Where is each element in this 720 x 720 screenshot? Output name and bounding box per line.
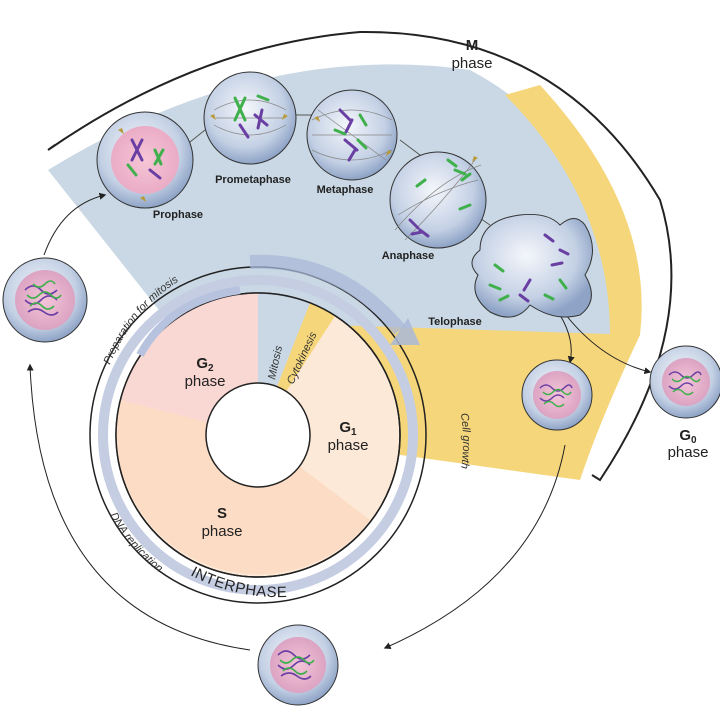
mitosis-connector [179,114,491,226]
wheel-center-hole [205,382,311,488]
prophase-cell [96,111,194,209]
prophase-label: Prophase [153,209,203,221]
prometaphase-cell [203,71,297,165]
prometaphase-label: Prometaphase [215,174,291,186]
s-phase-label: S [217,505,227,522]
arrow-telophase-to-daughter [559,314,575,364]
metaphase-label: Metaphase [317,184,374,196]
cell-growth-arc-label: Cell growth [458,412,472,469]
g0-phase-label: G0 [679,427,697,446]
arrow-to-prophase [43,192,107,256]
arrow-telophase-to-g0 [561,309,652,375]
telophase-cell [471,214,593,318]
wheel-outline-stroke [115,292,401,578]
m-phase-word: phase [452,55,493,72]
interphase-cell-left [2,257,88,343]
mitosis-flow-arrow [249,254,406,335]
arrow-left-loop [26,363,251,651]
g1-phase-label: G1 [339,419,357,438]
anaphase-label: Anaphase [382,250,435,262]
telophase-label: Telophase [428,316,482,328]
arrow-to-bottom-cell [383,444,566,649]
metaphase-cell [306,89,398,181]
s-phase-word: phase [202,523,243,540]
mitosis-flow-arrowhead [390,318,420,345]
preparation-flow-arrow [136,286,241,357]
interphase-arrow-band [98,275,418,595]
cytokinesis-outer-band [505,85,642,335]
s-phase-sector [116,400,371,575]
anaphase-cell [389,151,487,249]
g1-phase-word: phase [328,437,369,454]
g2-phase-label: G2 [196,355,214,374]
g2-phase-word: phase [185,373,226,390]
daughter-cell [521,359,593,431]
g0-cell [649,345,720,419]
g0-phase-word: phase [668,444,709,461]
m-phase-letter: M [466,37,479,54]
m-phase-bracket [47,30,673,482]
interphase-cell-bottom [257,624,339,706]
